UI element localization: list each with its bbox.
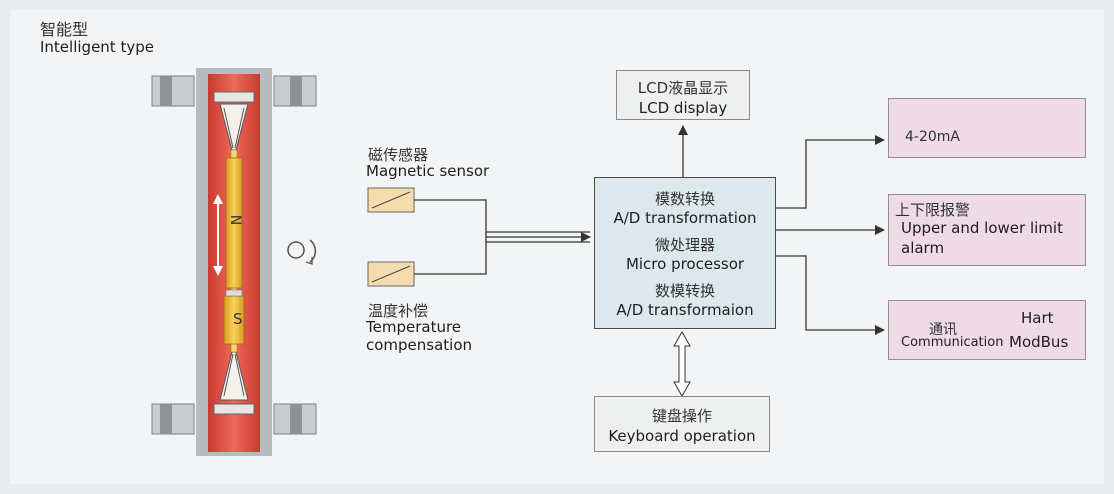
da-conversion-en: A/D transformaion (616, 301, 754, 319)
title-cn: 智能型 (40, 20, 89, 39)
rotation-icon (287, 239, 317, 265)
lcd-display-box: LCD液晶显示 LCD display (616, 70, 750, 120)
magnetic-sensor-en: Magnetic sensor (366, 162, 490, 180)
ad-conversion-en: A/D transformation (613, 209, 757, 227)
temperature-en-line1: Temperature (366, 318, 462, 336)
ad-conversion-cn: 模数转换 (654, 190, 715, 208)
output-4-20ma-label: 4-20mA (905, 129, 960, 145)
temperature-en-line2: compensation (366, 336, 473, 354)
keyboard-cn: 键盘操作 (651, 407, 712, 425)
communication-cn: 通讯 (929, 322, 957, 338)
south-pole-label: S (233, 310, 243, 328)
keyboard-box: 键盘操作 Keyboard operation (594, 396, 770, 452)
keyboard-en: Keyboard operation (608, 427, 756, 445)
flowmeter-tube (151, 68, 317, 456)
micro-processor-en: Micro processor (625, 255, 745, 273)
communication-en: Communication (901, 335, 1004, 350)
magnetic-sensor-cn: 磁传感器 (368, 146, 429, 164)
output-4-20ma-box: 4-20mA (888, 98, 1086, 158)
communication-box: 通讯 Communication Hart ModBus (888, 300, 1086, 360)
protocol-modbus: ModBus (1009, 333, 1069, 351)
protocol-hart: Hart (1021, 309, 1054, 327)
temperature-cn: 温度补偿 (368, 302, 429, 320)
title-en: Intelligent type (40, 38, 154, 56)
sensor-connectors (414, 199, 591, 275)
alarm-en-line1: Upper and lower limit (901, 219, 1063, 237)
magnetic-sensor-box (367, 187, 415, 213)
arrow-to-4-20ma (776, 135, 885, 209)
north-pole-label: N (227, 214, 244, 226)
lcd-display-cn: LCD液晶显示 (637, 79, 729, 97)
processor-box: 模数转换 A/D transformation 微处理器 Micro proce… (594, 177, 776, 329)
alarm-cn: 上下限报警 (895, 201, 971, 219)
alarm-en-line2: alarm (901, 239, 945, 257)
alarm-box: 上下限报警 Upper and lower limit alarm (888, 194, 1086, 266)
da-conversion-cn: 数模转换 (654, 282, 715, 300)
lcd-display-en: LCD display (638, 99, 728, 117)
temperature-sensor-box (367, 261, 415, 287)
arrow-to-communication (776, 255, 885, 335)
micro-processor-cn: 微处理器 (654, 236, 715, 254)
